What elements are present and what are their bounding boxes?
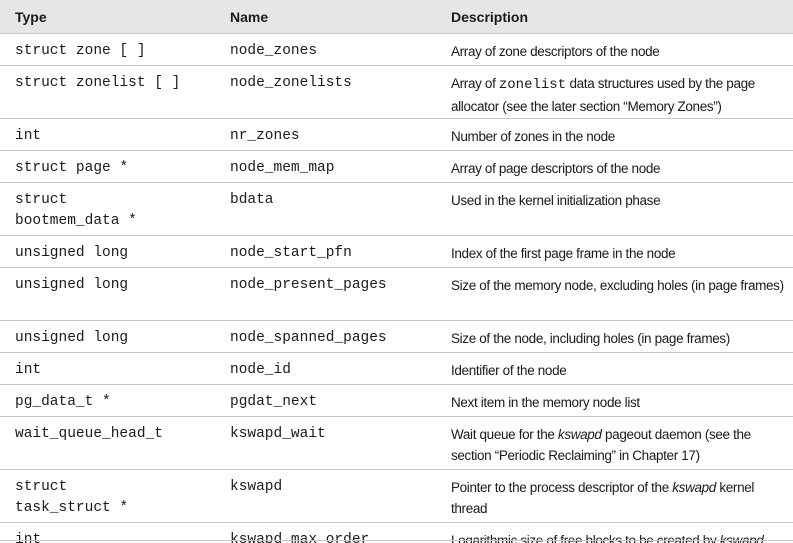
cell-name: kswapd [229, 469, 450, 523]
cell-name: node_id [229, 352, 450, 385]
cell-name: kswapd_wait [229, 416, 450, 470]
cell-type: wait_queue_head_t [0, 416, 229, 470]
cell-type: struct task_struct * [0, 469, 229, 523]
table-header: Type Name Description [0, 0, 793, 34]
cell-description: Array of zone descriptors of the node [450, 33, 793, 66]
description-text: kswapd [719, 533, 764, 543]
cell-name: nr_zones [229, 118, 450, 151]
description-text: Array of [451, 76, 499, 91]
cell-name: node_start_pfn [229, 235, 450, 268]
cell-description: Identifier of the node [450, 352, 793, 385]
cell-name: pgdat_next [229, 384, 450, 417]
description-text: Pointer to the process descriptor of the [451, 480, 673, 495]
cell-description: Used in the kernel initialization phase [450, 182, 793, 236]
cell-description: Array of page descriptors of the node [450, 150, 793, 183]
cell-type: struct bootmem_data * [0, 182, 229, 236]
cell-type: int [0, 352, 229, 385]
cell-description: Pointer to the process descriptor of the… [450, 469, 793, 523]
header-row: Type Name Description [0, 0, 793, 34]
cell-name: node_zonelists [229, 65, 450, 119]
cell-name: node_mem_map [229, 150, 450, 183]
cell-description: Size of the memory node, excluding holes… [450, 267, 793, 321]
description-text: Array of zone descriptors of the node [451, 44, 660, 59]
cell-type: unsigned long [0, 320, 229, 353]
cell-type: struct zonelist [ ] [0, 65, 229, 119]
description-text: Index of the first page frame in the nod… [451, 246, 676, 261]
cell-type: int [0, 522, 229, 543]
description-text: Wait queue for the [451, 427, 558, 442]
description-text: kswapd [672, 480, 716, 495]
cell-name: kswapd_max_order [229, 522, 450, 543]
description-text: Identifier of the node [451, 363, 567, 378]
description-text: Array of page descriptors of the node [451, 161, 661, 176]
header-description: Description [450, 0, 793, 34]
description-text: zonelist [498, 77, 567, 93]
description-text: kswapd [557, 427, 602, 442]
description-text: Logarithmic size of free blocks to be cr… [451, 533, 720, 543]
cell-description: Size of the node, including holes (in pa… [450, 320, 793, 353]
description-text: Used in the kernel initialization phase [451, 193, 661, 208]
cell-type: int [0, 118, 229, 151]
cell-type: struct zone [ ] [0, 33, 229, 66]
bottom-rule [0, 540, 793, 541]
cell-description: Index of the first page frame in the nod… [450, 235, 793, 268]
cell-name: node_spanned_pages [229, 320, 450, 353]
cell-type: unsigned long [0, 267, 229, 321]
cell-description: Number of zones in the node [450, 118, 793, 151]
cell-description: Wait queue for the kswapd pageout daemon… [450, 416, 793, 470]
description-text: kernel thread [451, 480, 755, 516]
description-text: Size of the node, including holes (in pa… [451, 331, 730, 346]
cell-type: pg_data_t * [0, 384, 229, 417]
cell-type: unsigned long [0, 235, 229, 268]
description-text: data structures used by the page allocat… [451, 76, 755, 114]
header-type: Type [0, 0, 229, 34]
description-text: pageout daemon (see the section “Periodi… [451, 427, 751, 463]
header-name: Name [229, 0, 450, 34]
description-text: Size of the memory node, excluding holes… [451, 278, 784, 293]
cell-name: bdata [229, 182, 450, 236]
cell-description: Logarithmic size of free blocks to be cr… [450, 522, 793, 543]
cell-name: node_present_pages [229, 267, 450, 321]
cell-type: struct page * [0, 150, 229, 183]
cell-name: node_zones [229, 33, 450, 66]
cell-description: Array of zonelist data structures used b… [450, 65, 793, 119]
description-text: Number of zones in the node [451, 129, 615, 144]
description-text: Next item in the memory node list [451, 395, 640, 410]
cell-description: Next item in the memory node list [450, 384, 793, 417]
